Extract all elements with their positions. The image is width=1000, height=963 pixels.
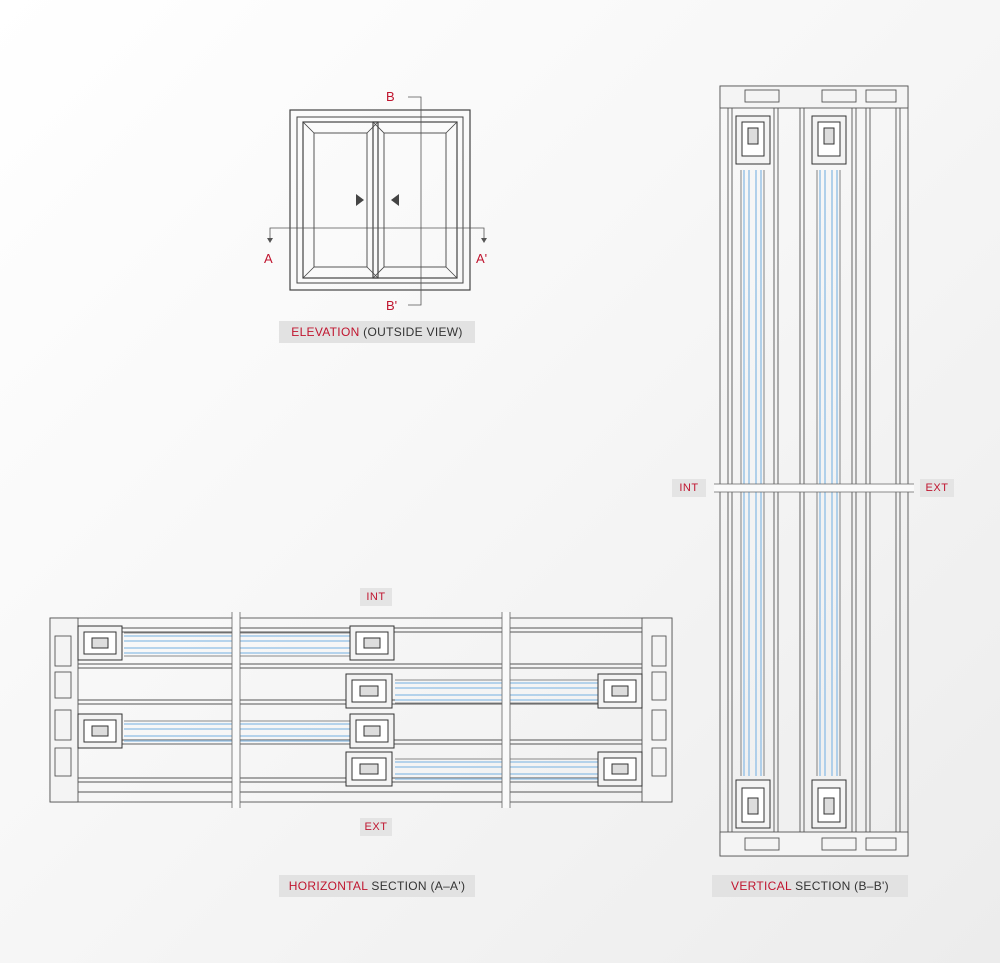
horizontal-sash-profiles bbox=[77, 625, 643, 787]
elevation-label-b-prime: B' bbox=[386, 298, 398, 313]
elevation-caption-highlight: ELEVATION bbox=[291, 325, 360, 339]
horizontal-caption: HORIZONTAL SECTION (A–A') bbox=[279, 875, 475, 897]
horizontal-ext-label: EXT bbox=[360, 818, 392, 836]
vertical-ext-label: EXT bbox=[920, 479, 954, 497]
horizontal-int-label: INT bbox=[360, 588, 392, 606]
slide-right-arrow-icon bbox=[356, 194, 364, 206]
elevation-drawing bbox=[289, 109, 471, 291]
elevation-caption: ELEVATION (OUTSIDE VIEW) bbox=[279, 321, 475, 343]
vertical-caption-rest: SECTION (B–B') bbox=[791, 879, 889, 893]
vertical-sash-profiles bbox=[735, 115, 847, 829]
slide-left-arrow-icon bbox=[391, 194, 399, 206]
vertical-glass-panes bbox=[743, 170, 838, 776]
vertical-caption-highlight: VERTICAL bbox=[731, 879, 792, 893]
vertical-caption: VERTICAL SECTION (B–B') bbox=[712, 875, 908, 897]
horizontal-break-left bbox=[232, 612, 240, 808]
elevation-outer-frame bbox=[289, 109, 471, 291]
elevation-section-lines bbox=[269, 96, 485, 306]
section-a-arrow-icon bbox=[267, 238, 273, 243]
elevation-label-a-prime: A' bbox=[476, 251, 488, 266]
vertical-section-drawing bbox=[719, 85, 909, 857]
elevation-right-sash bbox=[372, 121, 458, 279]
horizontal-caption-highlight: HORIZONTAL bbox=[288, 879, 368, 893]
elevation-label-b: B bbox=[386, 89, 395, 104]
horizontal-break-right bbox=[502, 612, 510, 808]
elevation-left-sash bbox=[302, 121, 379, 279]
elevation-caption-rest: (OUTSIDE VIEW) bbox=[359, 325, 463, 339]
elevation-label-a: A bbox=[264, 251, 273, 266]
vertical-int-label: INT bbox=[672, 479, 706, 497]
section-a-prime-arrow-icon bbox=[481, 238, 487, 243]
vertical-break bbox=[714, 484, 914, 492]
horizontal-caption-rest: SECTION (A–A') bbox=[367, 879, 466, 893]
